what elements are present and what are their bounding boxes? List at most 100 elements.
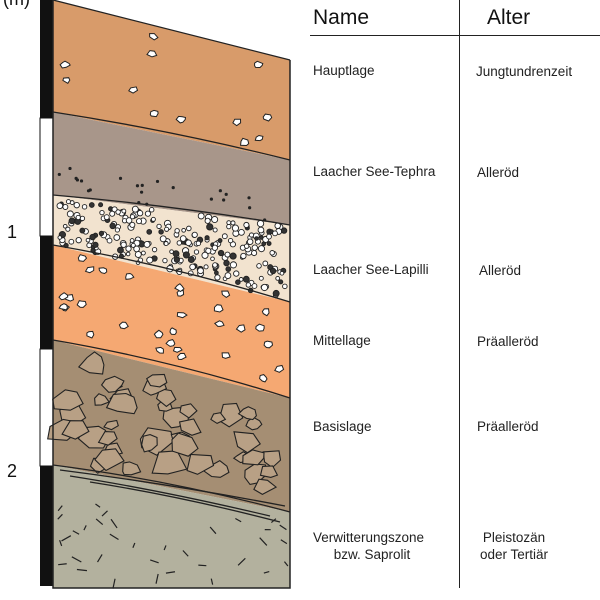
lapillus (238, 277, 244, 282)
lapillus (109, 222, 116, 230)
lapillus (280, 227, 288, 234)
saprolit-dashes (57, 503, 289, 589)
lapillus (140, 250, 146, 256)
lapillus (186, 225, 192, 232)
lapillus (117, 246, 124, 254)
mittellage-clasts (58, 254, 285, 383)
lapillus (115, 209, 121, 215)
clast (149, 33, 159, 41)
lapillus (269, 250, 275, 256)
lapillus (279, 270, 285, 276)
lapillus (75, 237, 82, 244)
lapillus (266, 233, 272, 240)
lapillus (79, 215, 86, 222)
tephra-dot (57, 172, 61, 177)
lapillus (158, 229, 164, 235)
saprolit-dash (209, 526, 217, 535)
saprolit-dash (71, 556, 82, 563)
clast (97, 431, 118, 446)
row-age-mittellage: Präalleröd (477, 334, 539, 349)
lapillus (212, 262, 218, 268)
lapillus (245, 282, 252, 288)
lapillus (130, 242, 136, 248)
tephra-dot (171, 185, 175, 190)
tephra-dot (135, 184, 140, 188)
lapillus (278, 279, 284, 285)
clast (263, 340, 274, 349)
clast (221, 352, 231, 359)
boundary-lapilli-mittel (52, 244, 291, 303)
saprolit-dash (237, 557, 246, 566)
header-age: Alter (487, 6, 531, 29)
clast (105, 392, 138, 415)
lapillus (217, 238, 223, 244)
saprolit-dash (61, 535, 72, 542)
lapillus (182, 251, 190, 259)
clast (259, 465, 279, 478)
clast (94, 393, 110, 406)
clast (237, 406, 258, 421)
lapillus (129, 221, 136, 228)
clast (118, 321, 129, 330)
lapillus (68, 238, 75, 245)
clast (186, 453, 215, 475)
saprolit-dash (72, 530, 80, 535)
clast (262, 113, 273, 122)
lapillus (282, 283, 288, 290)
lapillus (65, 226, 71, 232)
top-surface-line (52, 0, 291, 61)
scale-bar (39, 0, 54, 586)
clast (77, 351, 105, 375)
lapillus (256, 263, 262, 269)
lapillus (125, 217, 133, 224)
lapillus (121, 208, 127, 214)
lapillus (176, 240, 182, 246)
clast (125, 272, 135, 280)
clast (235, 324, 246, 333)
lapillus (131, 205, 139, 213)
saprolit-dash (59, 539, 63, 547)
lapillus (187, 256, 195, 264)
clast (232, 118, 242, 127)
lapillus (150, 216, 156, 222)
layer-tephra (53, 112, 290, 225)
lapillus (258, 275, 264, 281)
saprolit-dash (163, 545, 167, 551)
lapillus (66, 210, 74, 218)
scale-segment-white (39, 348, 54, 467)
clast (155, 346, 164, 354)
tephra-dot (74, 176, 78, 180)
lapillus (242, 275, 250, 283)
lapillus (225, 266, 232, 272)
tephra-dot (247, 196, 251, 200)
tephra-dot (68, 166, 72, 171)
scale-segment-black (40, 236, 53, 349)
lapillus (205, 247, 212, 254)
clast (76, 300, 87, 308)
clast (149, 109, 159, 118)
saprolit-dash (109, 533, 119, 540)
lapillus (109, 210, 116, 217)
lapillus (172, 250, 180, 258)
lapillus (224, 272, 232, 279)
row-age-basislage: Präalleröd (477, 419, 539, 434)
clast (245, 416, 263, 431)
lapillus (114, 227, 120, 233)
layer-saprolit (53, 465, 290, 588)
lapillus (73, 201, 80, 209)
lapillus (92, 241, 99, 248)
clast (172, 346, 183, 353)
saprolit-dash (57, 505, 63, 512)
clast (175, 115, 187, 124)
lapillus (120, 241, 127, 248)
saprolit-dash (283, 561, 289, 567)
lapillus (235, 279, 241, 285)
lapillus (148, 207, 155, 213)
lapillus (204, 235, 210, 241)
clast (58, 292, 69, 301)
row-age-lapilli: Alleröd (479, 263, 522, 278)
clast (94, 448, 125, 472)
clast (171, 432, 199, 457)
layer-hauptlage (53, 0, 290, 160)
